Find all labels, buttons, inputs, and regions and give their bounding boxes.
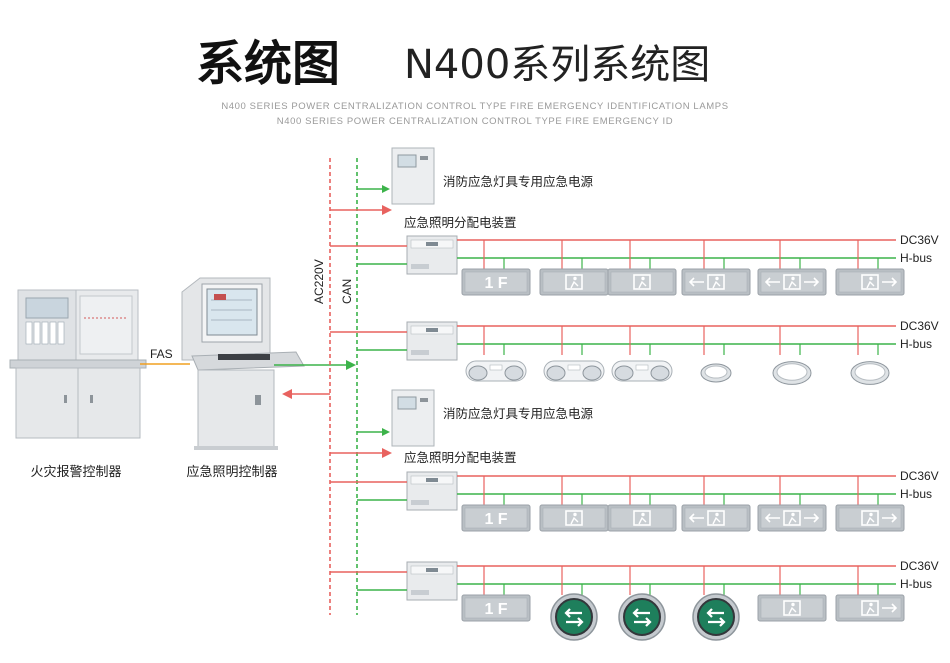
exit-door-icon [633, 510, 651, 526]
exit-door-icon [633, 274, 651, 290]
power-supply-label-1: 消防应急灯具专用应急电源 [443, 174, 594, 189]
arrow-right-icon [882, 513, 898, 523]
diagram-subtitle-line1: N400 SERIES POWER CENTRALIZATION CONTROL… [221, 101, 728, 112]
sign-1f: 1 F [461, 504, 531, 532]
downlight [850, 361, 890, 385]
hbus-label: H-bus [900, 251, 932, 265]
arrow-right-icon [382, 428, 390, 436]
sign-exit-right [835, 594, 905, 622]
sign-1f: 1 F [461, 268, 531, 296]
sign-exit-right [835, 268, 905, 296]
sign-exit-door [757, 594, 827, 622]
emergency-lighting-controller-label: 应急照明控制器 [186, 464, 277, 480]
diagram-title-bold: 系统图 [196, 36, 340, 92]
fas-label: FAS [150, 347, 173, 361]
arrow-left-icon [282, 389, 292, 399]
arrow-right-icon [382, 185, 390, 193]
exit-door-icon [707, 274, 725, 290]
arrow-right-icon [382, 448, 392, 458]
emergency-power-supply-2 [391, 389, 435, 447]
arrow-right-icon [804, 277, 820, 287]
ceiling-double-lamp [543, 360, 605, 382]
arrow-left-icon [688, 277, 704, 287]
arrow-left-icon [688, 513, 704, 523]
exit-door-icon [783, 510, 801, 526]
ceiling-double-lamp [611, 360, 673, 382]
arrow-right-icon [708, 617, 726, 627]
sign-exit-both [757, 504, 827, 532]
floor-sign-round [692, 593, 740, 641]
hbus-label: H-bus [900, 337, 932, 351]
dc36v-label: DC36V [900, 233, 939, 247]
arrow-left-icon [764, 513, 780, 523]
distribution-label-1: 应急照明分配电装置 [404, 215, 517, 230]
hbus-label: H-bus [900, 577, 932, 591]
fire-alarm-controller-label: 火灾报警控制器 [30, 464, 121, 480]
downlight-small [700, 363, 732, 383]
exit-door-icon [783, 274, 801, 290]
distribution-box [406, 235, 458, 275]
distribution-row-1: DC36V H-bus 1 F [330, 233, 939, 296]
arrow-right-icon [566, 617, 584, 627]
sign-1f: 1 F [461, 594, 531, 622]
distribution-row-2: DC36V H-bus [330, 319, 939, 385]
hbus-label: H-bus [900, 487, 932, 501]
sign-exit-door [607, 268, 677, 296]
ceiling-double-lamp [465, 360, 527, 382]
sign-exit-door [539, 268, 609, 296]
fire-alarm-controller [9, 289, 147, 439]
diagram-title: N400系列系统图 [404, 42, 710, 88]
distribution-box [406, 321, 458, 361]
exit-door-icon [861, 600, 879, 616]
can-label: CAN [340, 279, 354, 304]
distribution-box [406, 471, 458, 511]
arrow-right-icon [804, 513, 820, 523]
diagram-subtitle-line2: N400 SERIES POWER CENTRALIZATION CONTROL… [277, 116, 673, 127]
arrow-right-icon [382, 205, 392, 215]
dc36v-label: DC36V [900, 319, 939, 333]
dc36v-label: DC36V [900, 559, 939, 573]
exit-door-icon [783, 600, 801, 616]
arrow-left-icon [632, 608, 650, 618]
sign-exit-door [607, 504, 677, 532]
arrow-right-icon [634, 617, 652, 627]
exit-door-icon [707, 510, 725, 526]
sign-exit-right [835, 504, 905, 532]
arrow-left-icon [764, 277, 780, 287]
power-supply-label-2: 消防应急灯具专用应急电源 [443, 406, 594, 421]
arrow-right-icon [882, 277, 898, 287]
floor-1f-text: 1 F [484, 601, 507, 618]
arrow-left-icon [564, 608, 582, 618]
sign-exit-left [681, 268, 751, 296]
exit-door-icon [565, 510, 583, 526]
distribution-row-4: DC36V H-bus 1 F [330, 559, 939, 641]
floor-sign-round [550, 593, 598, 641]
sign-exit-left [681, 504, 751, 532]
arrow-left-icon [706, 608, 724, 618]
exit-door-icon [861, 274, 879, 290]
arrow-right-icon [346, 360, 356, 370]
exit-door-icon [565, 274, 583, 290]
sign-exit-door [539, 504, 609, 532]
floor-1f-text: 1 F [484, 275, 507, 292]
emergency-power-supply-1 [391, 147, 435, 205]
downlight [772, 361, 812, 385]
ac220v-label: AC220V [312, 259, 326, 304]
exit-door-icon [861, 510, 879, 526]
floor-1f-text: 1 F [484, 511, 507, 528]
distribution-label-2: 应急照明分配电装置 [404, 450, 517, 465]
sign-exit-both [757, 268, 827, 296]
distribution-row-3: DC36V H-bus 1 F [330, 469, 939, 532]
floor-sign-round [618, 593, 666, 641]
emergency-lighting-controller [181, 277, 305, 450]
dc36v-label: DC36V [900, 469, 939, 483]
arrow-right-icon [882, 603, 898, 613]
distribution-box [406, 561, 458, 601]
